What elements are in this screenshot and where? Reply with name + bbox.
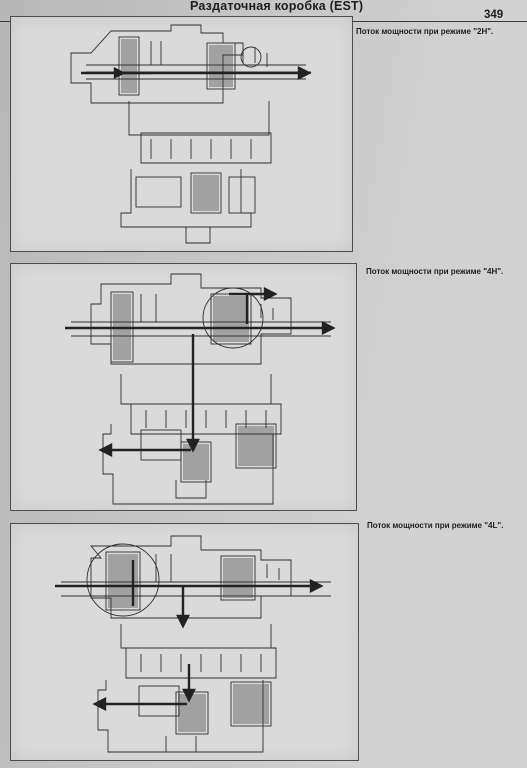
figure-4l-frame xyxy=(10,523,359,761)
figure-2h-caption: Поток мощности при режиме "2H". xyxy=(356,27,494,36)
figure-4h-caption: Поток мощности при режиме "4H". xyxy=(366,267,504,276)
page-number: 349 xyxy=(484,9,504,21)
figure-2h-frame xyxy=(10,16,353,252)
figure-4l-caption: Поток мощности при режиме "4L". xyxy=(367,521,504,530)
transfer-case-diagram-4h xyxy=(65,273,336,505)
figure-4h-frame xyxy=(10,263,357,511)
transfer-case-diagram-2h xyxy=(70,24,312,244)
page-header-title: Раздаточная коробка (EST) xyxy=(190,0,364,13)
transfer-case-diagram-4l xyxy=(55,535,331,753)
